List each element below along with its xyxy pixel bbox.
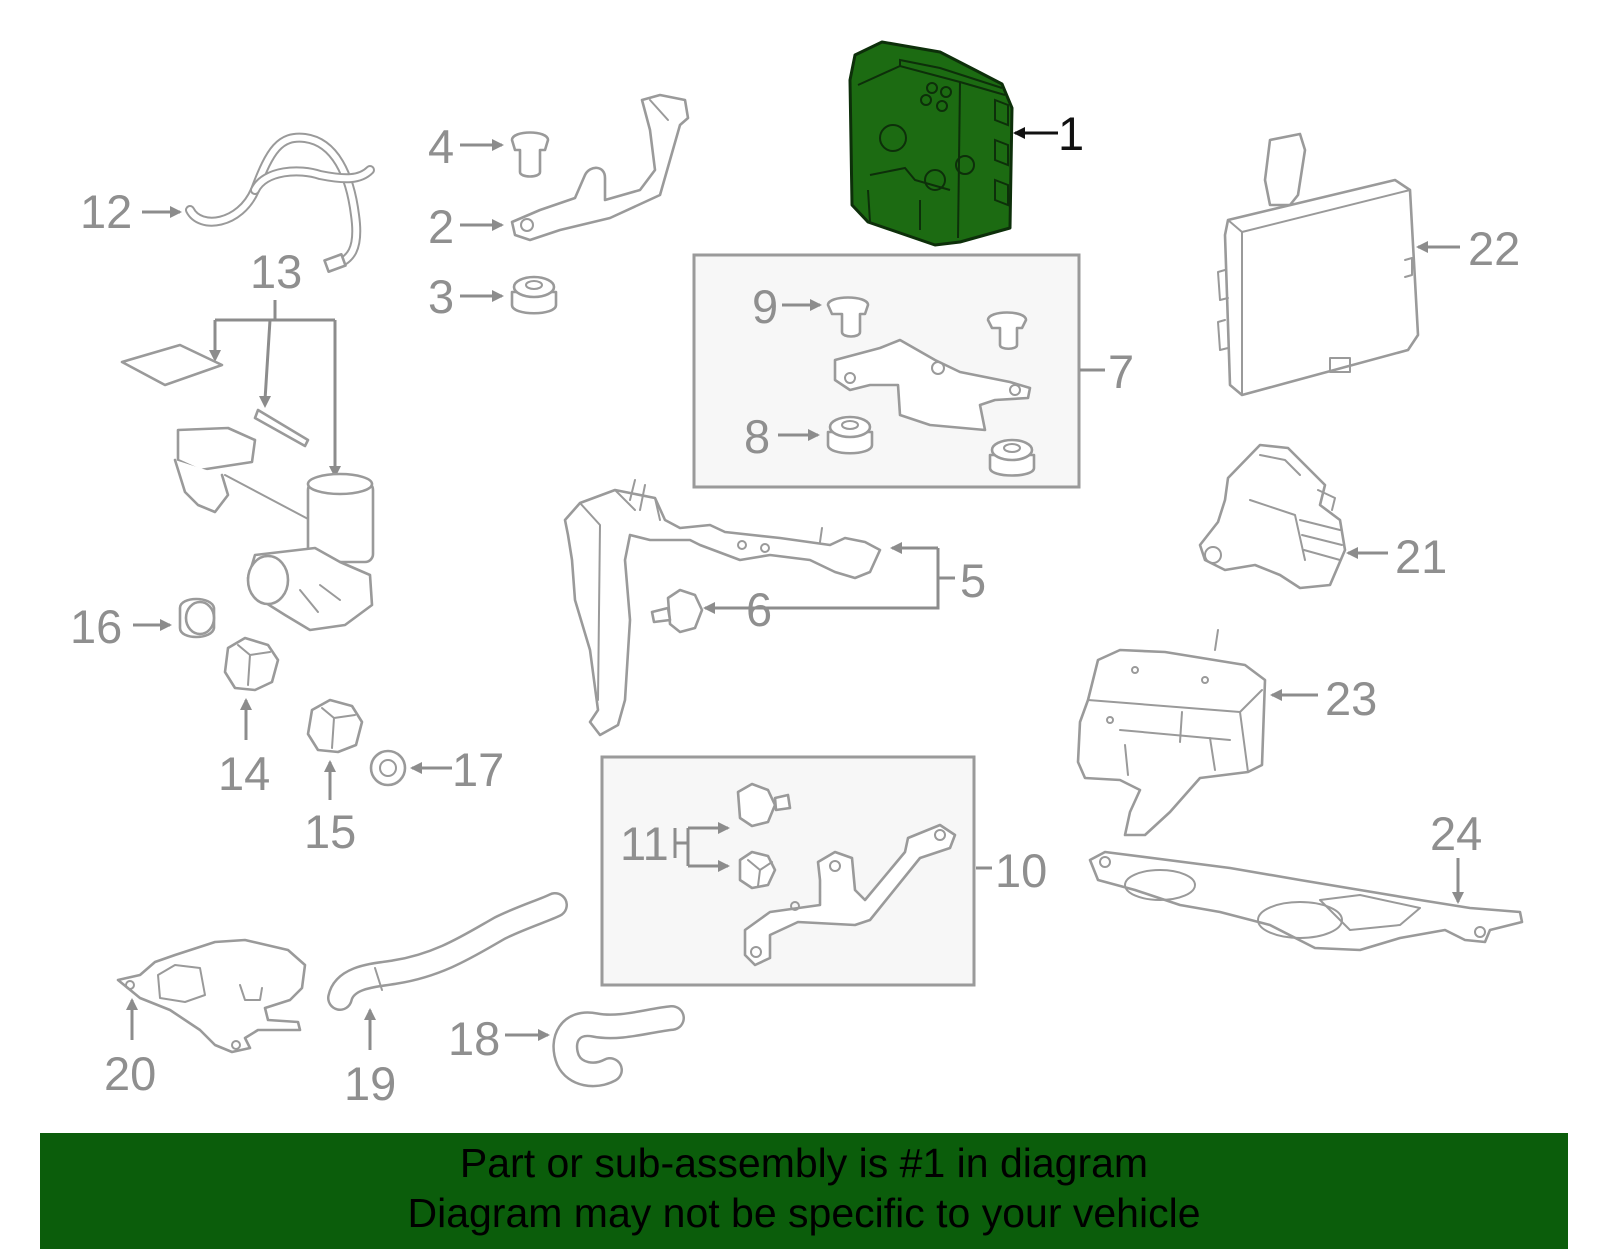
callout-11: 11 xyxy=(620,817,669,870)
part-6-clip[interactable] xyxy=(650,588,704,634)
part-4-clip[interactable] xyxy=(510,131,550,178)
part-24-plate[interactable] xyxy=(1088,850,1524,952)
callout-15: 15 xyxy=(304,805,356,858)
part-9-clip[interactable] xyxy=(826,296,1028,351)
part-5-bracket[interactable] xyxy=(563,479,882,737)
part-8-grommet[interactable] xyxy=(826,415,1036,477)
callout-9: 9 xyxy=(752,280,778,333)
callout-23: 23 xyxy=(1325,672,1377,725)
callout-3: 3 xyxy=(428,270,454,323)
banner-line-1: Part or sub-assembly is #1 in diagram xyxy=(459,1140,1149,1186)
callout-1: 1 xyxy=(1058,107,1084,160)
callout-10: 10 xyxy=(995,844,1047,897)
part-10-bracket[interactable] xyxy=(743,823,957,967)
part-17-grommet[interactable] xyxy=(369,749,407,787)
part-21-sensor[interactable] xyxy=(1198,443,1347,590)
part-11-clip[interactable] xyxy=(736,782,792,890)
part-3-grommet[interactable] xyxy=(510,275,558,315)
group-box-10 xyxy=(600,755,976,987)
callout-22: 22 xyxy=(1468,222,1520,275)
part-2-bracket[interactable] xyxy=(510,93,690,242)
callout-4: 4 xyxy=(428,120,454,173)
part-16-grommet[interactable] xyxy=(178,597,216,639)
part-13-pump-assembly[interactable] xyxy=(120,343,375,632)
callout-18: 18 xyxy=(448,1012,500,1065)
part-12-pipe[interactable] xyxy=(185,132,375,274)
callout-12: 12 xyxy=(80,185,132,238)
part-15-mount[interactable] xyxy=(306,698,364,754)
callout-2: 2 xyxy=(428,200,454,253)
callout-8: 8 xyxy=(744,410,770,463)
part-22-control-module[interactable] xyxy=(1217,132,1420,397)
callout-24: 24 xyxy=(1430,807,1482,860)
callout-21: 21 xyxy=(1395,530,1447,583)
part-1-abs-actuator[interactable] xyxy=(848,40,1014,247)
callout-19: 19 xyxy=(344,1057,396,1110)
part-7-bracket[interactable] xyxy=(833,338,1032,432)
part-23-module[interactable] xyxy=(1076,629,1267,837)
callout-16: 16 xyxy=(70,600,122,653)
part-14-mount[interactable] xyxy=(223,636,280,692)
callout-6: 6 xyxy=(746,583,772,636)
banner-line-2: Diagram may not be specific to your vehi… xyxy=(407,1190,1201,1236)
part-18-hose[interactable] xyxy=(552,1005,685,1088)
parts-diagram: 1 12 13 4 2 xyxy=(70,40,1524,1110)
callout-14: 14 xyxy=(218,747,270,800)
callout-13: 13 xyxy=(250,245,302,298)
callout-17: 17 xyxy=(452,743,504,796)
part-19-hose[interactable] xyxy=(327,892,568,1011)
info-banner: Part or sub-assembly is #1 in diagram Di… xyxy=(40,1133,1568,1249)
callout-20: 20 xyxy=(104,1047,156,1100)
callout-7: 7 xyxy=(1108,345,1134,398)
callout-5: 5 xyxy=(960,554,986,607)
part-20-switch[interactable] xyxy=(116,938,307,1054)
